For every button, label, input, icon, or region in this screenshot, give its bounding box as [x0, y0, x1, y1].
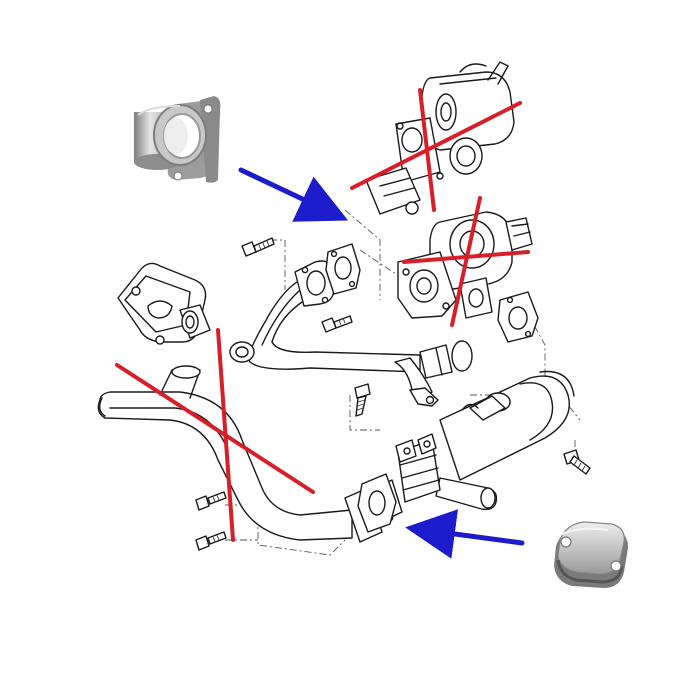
direction-arrows [238, 167, 525, 559]
gaskets [325, 243, 539, 533]
coolant-pipe [229, 260, 473, 407]
arrow-top [238, 167, 349, 222]
gasket-upper [325, 243, 361, 295]
cross-egr-valve-upper [350, 88, 522, 212]
gasket-lower [357, 473, 397, 533]
cross-egr-cooler-pipe [115, 328, 315, 542]
thermostat-housing [117, 262, 211, 345]
bolt-3 [354, 383, 371, 417]
egr-valve-upper [365, 61, 515, 215]
egr-blanking-plate-photo [554, 521, 628, 588]
egr-cooler [395, 370, 575, 511]
bolt-2 [321, 315, 353, 333]
bolt-4 [563, 449, 591, 475]
gasket-right [497, 291, 539, 343]
egr-delete-pipe-spacer-photo [134, 96, 221, 183]
arrow-bottom [405, 509, 525, 559]
bolt-6 [195, 531, 227, 551]
bolt-5 [195, 491, 227, 511]
cross-egr-valve-lower [402, 196, 530, 327]
bolts [195, 237, 591, 551]
removed-part-crosses [115, 88, 530, 542]
bolt-1 [241, 237, 275, 257]
